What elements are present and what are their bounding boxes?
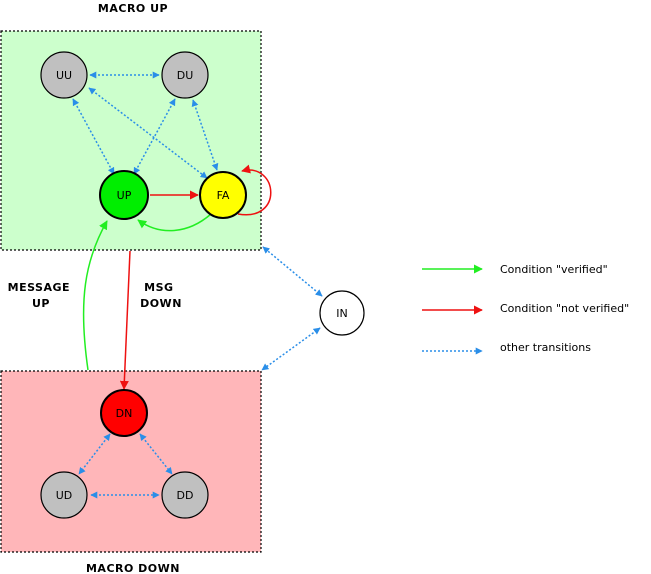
message-up-label: MESSAGE UP <box>8 281 75 310</box>
edge-uu-fa <box>88 87 208 179</box>
edge-fa-self <box>237 164 272 216</box>
edge-dn-ud <box>78 433 111 475</box>
edge-fa-up <box>137 213 212 232</box>
node-up-label: UP <box>117 189 132 202</box>
legend-verified-label: Condition "verified" <box>500 263 608 276</box>
macro-down-label: MACRO DOWN <box>86 562 180 574</box>
node-ud-label: UD <box>56 489 73 502</box>
edge-in-macro-up <box>262 246 323 297</box>
edge-macro-up-dn <box>119 250 131 390</box>
node-uu: UU <box>40 51 88 99</box>
node-du-label: DU <box>177 69 194 82</box>
node-uu-label: UU <box>56 69 72 82</box>
node-in-label: IN <box>336 307 347 320</box>
node-ud: UD <box>40 471 88 519</box>
node-dn-label: DN <box>116 407 133 420</box>
edge-macro-down-up <box>82 220 108 371</box>
node-up: UP <box>99 170 149 220</box>
edge-in-macro-down <box>261 327 321 371</box>
edge-du-fa <box>191 99 219 171</box>
node-fa: FA <box>199 171 247 219</box>
macro-up-label: MACRO UP <box>98 2 168 15</box>
legend: Condition "verified" Condition "not veri… <box>422 263 629 355</box>
legend-other-label: other transitions <box>500 341 591 354</box>
node-dd-label: DD <box>177 489 194 502</box>
msg-down-label: MSG DOWN <box>140 281 182 310</box>
node-fa-label: FA <box>217 189 230 202</box>
node-dd: DD <box>161 471 209 519</box>
node-in: IN <box>319 290 365 336</box>
legend-not-verified-label: Condition "not verified" <box>500 302 629 315</box>
edge-dn-dd <box>139 433 173 475</box>
node-dn: DN <box>100 389 148 437</box>
node-du: DU <box>161 51 209 99</box>
